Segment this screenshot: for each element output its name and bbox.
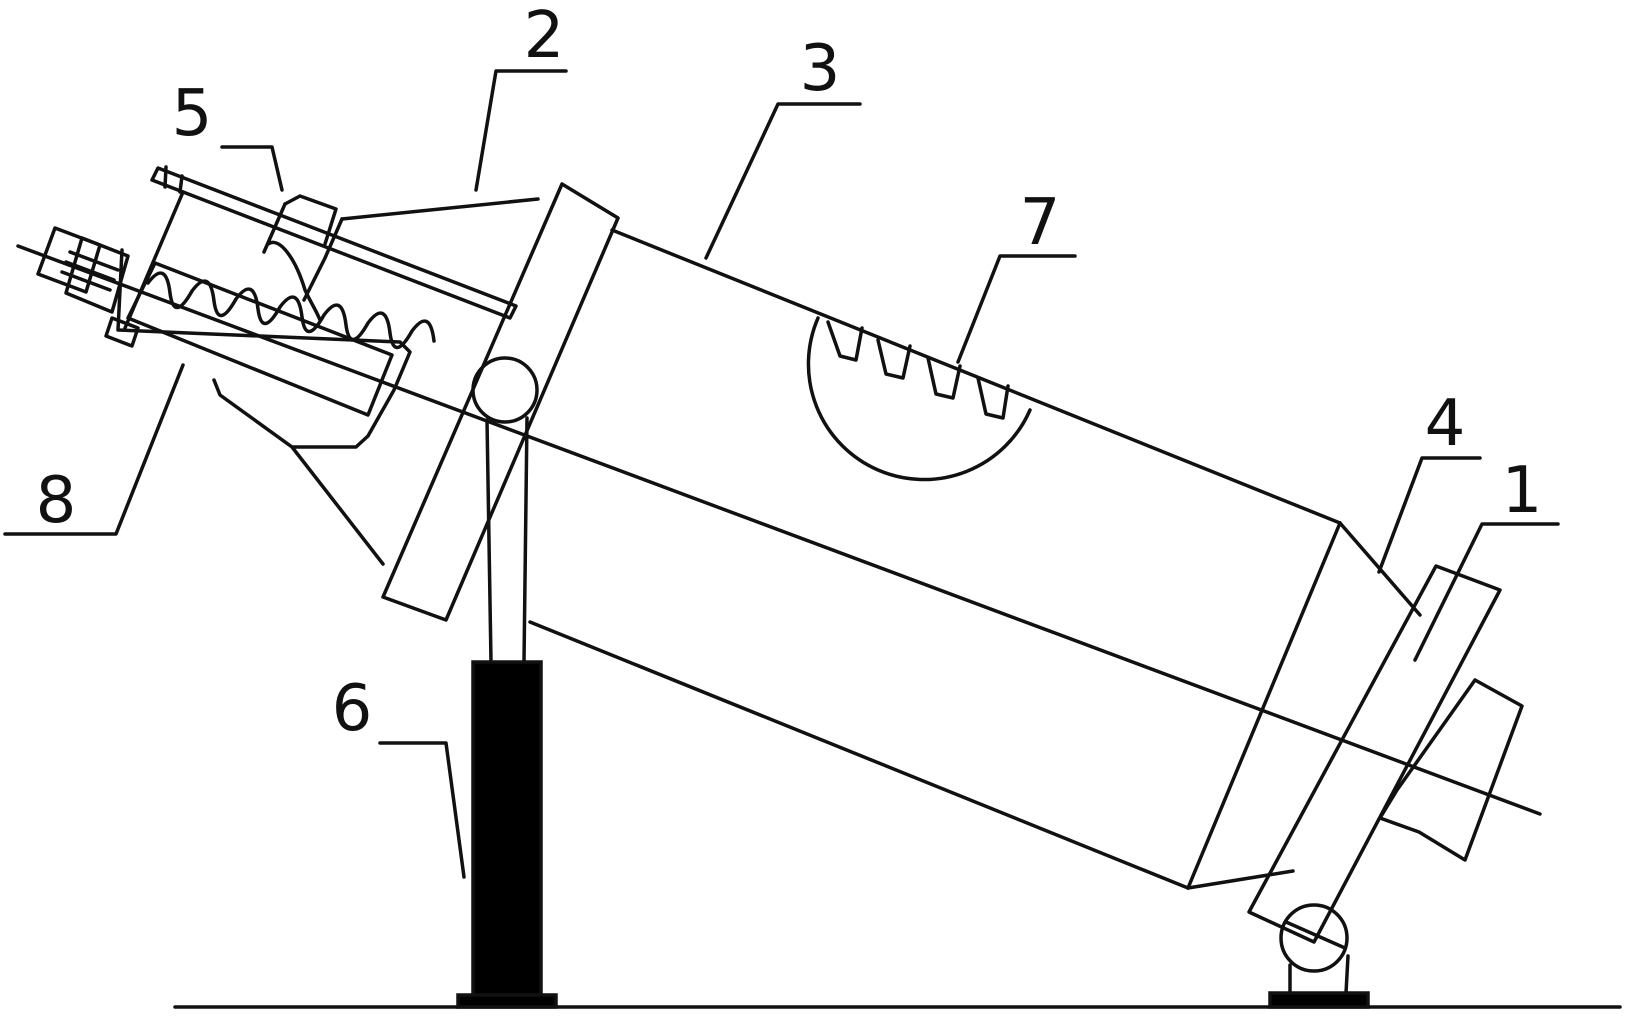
callout-6: 6: [332, 672, 373, 746]
callout-5: 5: [172, 77, 213, 151]
support-frame: [123, 165, 518, 330]
callout-4: 4: [1425, 387, 1466, 461]
rear-flange: [1247, 564, 1502, 944]
inspection-window: [806, 316, 1032, 482]
leader-1: [1413, 522, 1560, 662]
arrow-heads: [269, 167, 1425, 877]
inlet-cone: [302, 197, 540, 302]
leader-8: [3, 363, 185, 536]
leader-3: [704, 102, 862, 260]
leader-4: [1377, 456, 1482, 574]
rear-support: [1268, 903, 1370, 1009]
leader-2: [474, 69, 568, 192]
callout-7: 7: [1020, 186, 1061, 260]
front-support: [456, 356, 558, 1009]
center-axis: [16, 244, 1542, 816]
callout-3: 3: [800, 32, 841, 106]
motor: [36, 226, 140, 348]
callout-1: 1: [1502, 454, 1543, 528]
main-drum: [528, 228, 1422, 890]
leader-5: [220, 145, 284, 192]
leader-6: [378, 741, 466, 879]
callout-8: 8: [36, 464, 77, 538]
leader-lines: [3, 69, 1560, 879]
outlet-box: [1378, 678, 1524, 862]
screw-conveyor: [116, 248, 436, 566]
leader-7: [956, 254, 1077, 364]
front-flange: [381, 182, 620, 622]
callout-2: 2: [524, 0, 565, 73]
